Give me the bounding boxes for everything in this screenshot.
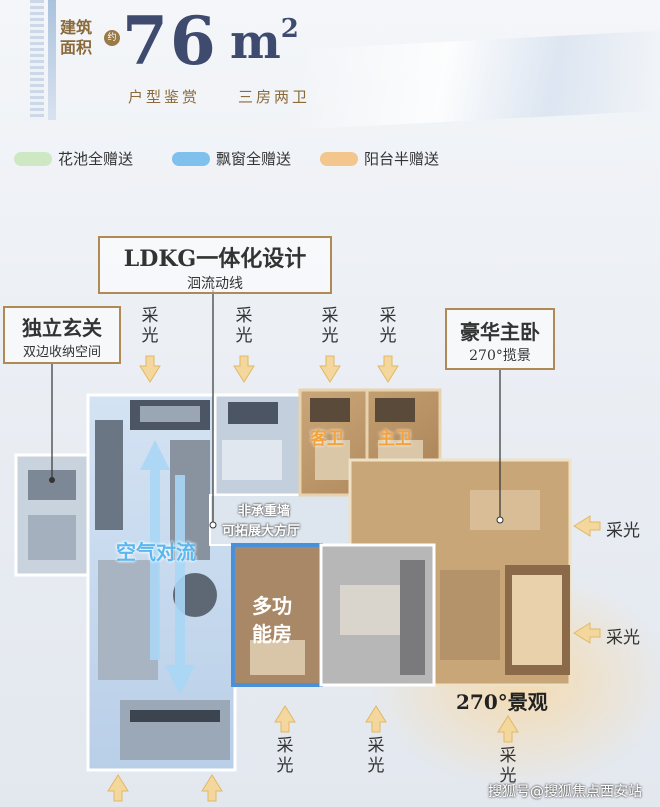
light-label-bottom-3: 采光 (499, 746, 517, 786)
callout-entry: 独立玄关 双边收纳空间 (3, 306, 121, 364)
light-label-top-3: 采光 (321, 306, 339, 346)
callout-ldkg-title: LDKG一体化设计 (123, 246, 307, 272)
room-label-master-bath: 主卫 (378, 429, 412, 449)
area-value: 76 (122, 2, 218, 80)
area-label: 建筑 面积 (60, 18, 116, 58)
area-unit-base: m (230, 14, 281, 70)
layout-type: 三房两卫 (238, 88, 311, 106)
legend-swatch-green (14, 151, 52, 166)
callout-entry-sub: 双边收纳空间 (22, 345, 101, 360)
legend-label: 飘窗全赠送 (216, 150, 292, 168)
airflow-label: 空气对流 (116, 540, 196, 564)
room-label-multifunction-2: 能房 (252, 622, 292, 646)
room-label-multifunction-1: 多功 (252, 594, 292, 618)
legend-label: 阳台半赠送 (364, 150, 440, 168)
subtitle: 户型鉴赏 (128, 88, 201, 106)
area-approx-badge: 约 (104, 30, 120, 46)
wall-note-2: 可拓展大方厅 (222, 524, 301, 539)
room-label-multifunction: 多功 能房 (252, 592, 292, 648)
header-stripe-accent (48, 0, 56, 120)
callout-ldkg-sub: 洄流动线 (187, 276, 243, 292)
light-arrows-top (139, 355, 399, 383)
light-label-bottom-1: 采光 (276, 736, 294, 776)
area-unit: m2 (230, 14, 299, 70)
light-label-top-2: 采光 (235, 306, 253, 346)
legend-swatch-blue (172, 151, 210, 166)
wall-note-1: 非承重墙 (238, 504, 291, 519)
legend-item-baywindow: 飘窗全赠送 (172, 148, 291, 169)
watermark: 搜狐号@搜狐焦点西安站 (488, 784, 642, 800)
legend-item-balcony: 阳台半赠送 (320, 148, 439, 169)
light-label-top-1: 采光 (141, 306, 159, 346)
area-unit-sup: 2 (280, 14, 299, 44)
legend-swatch-orange (320, 151, 358, 166)
callout-master-sub: 270°揽景 (469, 348, 531, 364)
light-label-right-1: 采光 (606, 521, 640, 541)
area-label-line2: 面积 (60, 38, 93, 57)
area-label-line1: 建筑 (60, 18, 93, 37)
callout-master: 豪华主卧 270°揽景 (445, 308, 555, 370)
view-label: 270°景观 (456, 690, 548, 714)
legend-label: 花池全赠送 (58, 150, 134, 168)
room-label-guest-bath: 客卫 (310, 429, 344, 449)
light-label-top-4: 采光 (379, 306, 397, 346)
callout-entry-title: 独立玄关 (22, 316, 102, 340)
callout-master-title: 豪华主卧 (460, 320, 540, 344)
legend-item-planter: 花池全赠送 (14, 148, 133, 169)
light-label-right-2: 采光 (606, 628, 640, 648)
light-label-bottom-2: 采光 (367, 736, 385, 776)
header-stripe-decoration (30, 0, 44, 120)
callout-ldkg: LDKG一体化设计 洄流动线 (98, 236, 332, 294)
